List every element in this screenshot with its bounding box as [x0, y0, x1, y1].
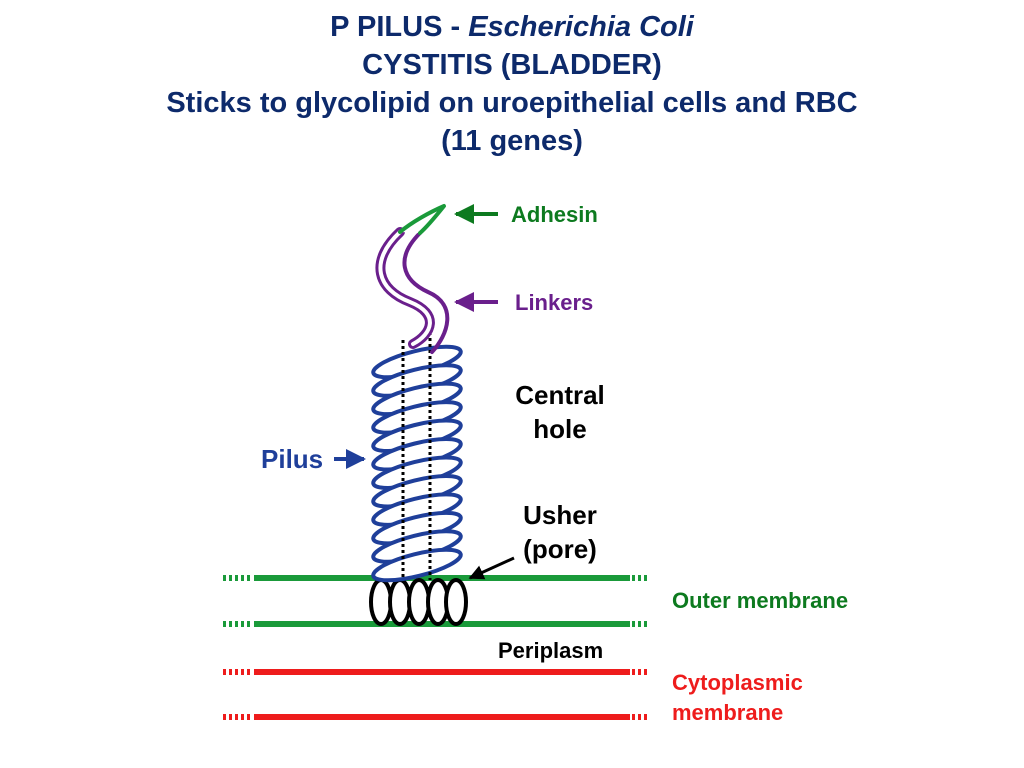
linker-strand-inner [402, 231, 450, 354]
pilus-rod [371, 344, 463, 583]
linker-strand [378, 230, 432, 346]
usher-arrow [468, 556, 515, 580]
usher-label: Usher (pore) [523, 500, 597, 564]
periplasm-label: Periplasm [498, 638, 604, 663]
cytoplasmic-membrane-label: Cytoplasmic membrane [672, 670, 803, 725]
adhesin-label: Adhesin [511, 202, 598, 227]
linkers-label: Linkers [515, 290, 594, 315]
central-hole-label: Central hole [515, 380, 605, 444]
diagram-title: P PILUS - Escherichia Coli CYSTITIS (BLA… [0, 8, 1024, 160]
title-line-2: CYSTITIS (BLADDER) [362, 49, 662, 81]
adhesin-tip [398, 204, 446, 235]
title-line-4: (11 genes) [441, 125, 583, 157]
central-hole [401, 320, 432, 580]
title-line-3: Sticks to glycolipid on uroepithelial ce… [166, 87, 858, 119]
pilus-label: Pilus [261, 444, 324, 474]
usher-ring [444, 578, 468, 626]
title-organism: Escherichia Coli [468, 11, 694, 43]
pilus-coil-loop [371, 547, 463, 583]
outer-membrane-label: Outer membrane [672, 588, 849, 613]
cytoplasmic-membrane [223, 669, 650, 720]
title-line-1: P PILUS - Escherichia Coli [330, 11, 694, 43]
usher-pore [369, 578, 468, 626]
